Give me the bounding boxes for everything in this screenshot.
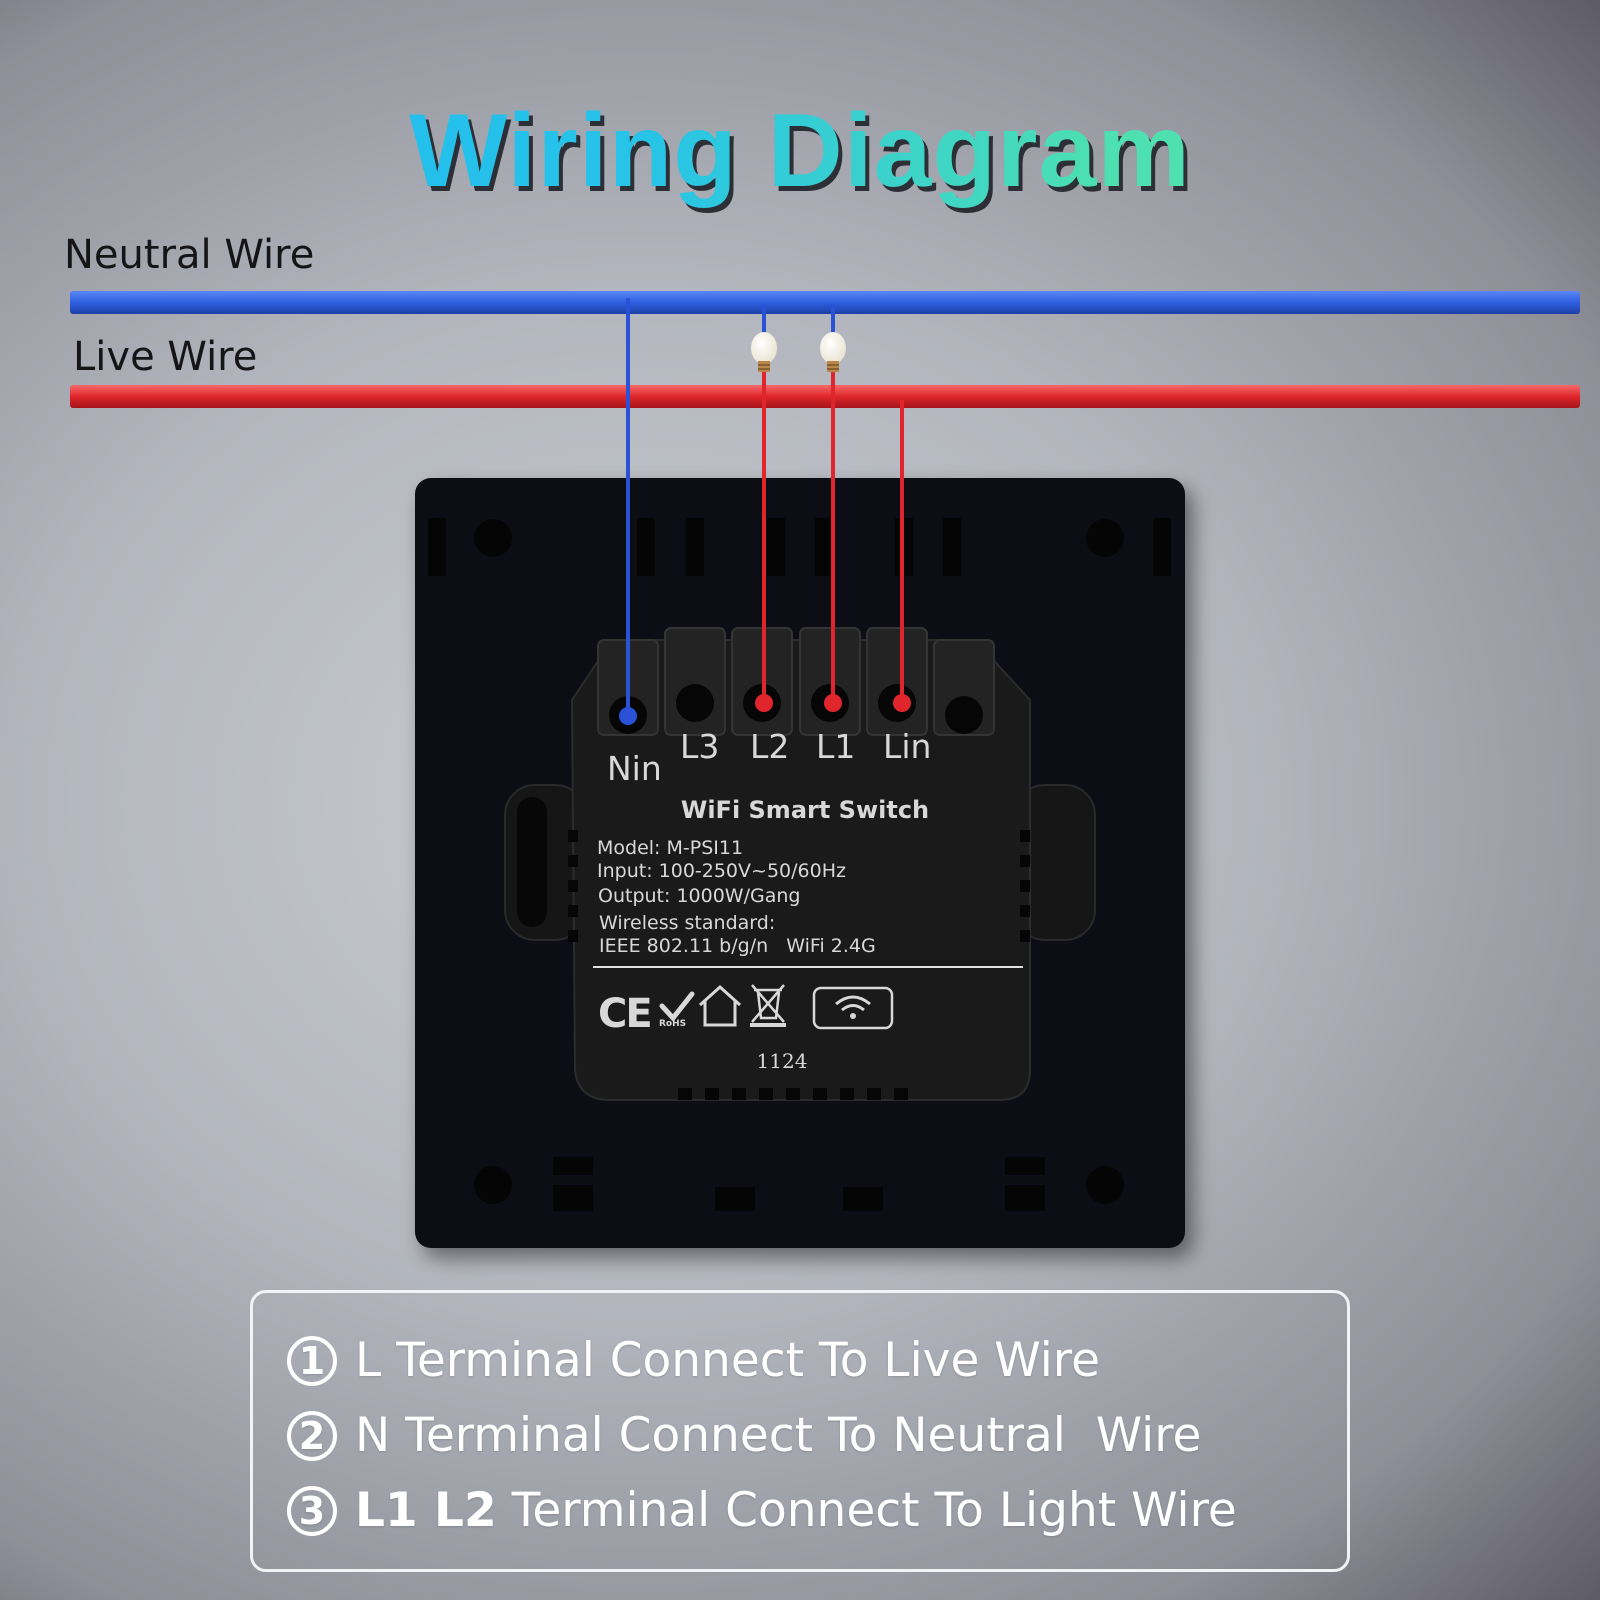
- wifi-icon: [812, 986, 894, 1030]
- instruction-terminals: L1 L2: [355, 1483, 497, 1538]
- date-code: 1124: [757, 1049, 808, 1073]
- neutral-wire-label: Neutral Wire: [64, 232, 315, 278]
- page-title: Wiring Diagram: [0, 92, 1600, 211]
- live-wire: [70, 385, 1580, 408]
- neutral-wire: [70, 291, 1580, 314]
- vent-slot: [1153, 518, 1171, 576]
- module-output: Output: 1000W/Gang: [598, 885, 800, 907]
- vent-slot: [1005, 1157, 1045, 1175]
- vent-slot: [553, 1185, 593, 1211]
- vent-slot: [637, 518, 655, 576]
- terminal-label-lin: Lin: [883, 727, 931, 766]
- terminal-label-l3: L3: [680, 727, 719, 766]
- terminal-hole: [676, 684, 714, 722]
- indoor-house-icon: [698, 984, 742, 1027]
- step-number: 2: [287, 1410, 337, 1461]
- lin-terminal-dot: [893, 694, 911, 712]
- terminal-label-l2: L2: [750, 727, 789, 766]
- smart-switch-module: [568, 627, 1031, 1101]
- weee-bin-icon: [750, 984, 786, 1027]
- step-number: 1: [287, 1335, 337, 1386]
- vent-slot: [553, 1157, 593, 1175]
- instructions-box: 1 L Terminal Connect To Live Wire 2 N Te…: [250, 1290, 1350, 1572]
- light-bulb-icon: [820, 332, 846, 372]
- terminal-hole: [945, 696, 983, 734]
- instruction-item: 2 N Terminal Connect To Neutral Wire: [287, 1408, 1201, 1463]
- screw-hole: [1086, 519, 1124, 557]
- svg-text:RoHS: RoHS: [659, 1019, 686, 1029]
- rohs-check-icon: RoHS: [659, 991, 695, 1029]
- module-wireless-label: Wireless standard:: [599, 912, 775, 934]
- terminal-label-l1: L1: [816, 727, 855, 766]
- vent-slot: [815, 518, 833, 576]
- instruction-text: L Terminal Connect To Live Wire: [355, 1333, 1101, 1388]
- live-wire-label: Live Wire: [73, 334, 258, 380]
- vent-slot: [767, 518, 785, 576]
- mounting-lug-slot: [517, 797, 547, 927]
- vent-slot: [943, 518, 961, 576]
- vent-slot: [428, 518, 446, 576]
- instruction-item: 1 L Terminal Connect To Live Wire: [287, 1333, 1100, 1388]
- step-number: 3: [287, 1485, 337, 1536]
- svg-text:CE: CE: [598, 991, 651, 1037]
- terminal-label-nin: Nin: [607, 749, 662, 788]
- vent-slot: [843, 1187, 883, 1211]
- instruction-text: N Terminal Connect To Neutral Wire: [355, 1408, 1202, 1463]
- module-input: Input: 100-250V~50/60Hz: [597, 860, 846, 882]
- nin-terminal-dot: [619, 707, 637, 725]
- instruction-text: Terminal Connect To Light Wire: [496, 1483, 1237, 1538]
- module-wireless-value: IEEE 802.11 b/g/n WiFi 2.4G: [599, 935, 876, 957]
- vent-slot: [686, 518, 704, 576]
- l1-terminal-dot: [824, 694, 842, 712]
- vent-slot: [715, 1187, 755, 1211]
- screw-hole: [474, 519, 512, 557]
- screw-hole: [1086, 1166, 1124, 1204]
- vent-slot: [1005, 1185, 1045, 1211]
- ce-mark-icon: CE: [598, 991, 653, 1037]
- light-bulb-icon: [751, 332, 777, 372]
- screw-hole: [474, 1166, 512, 1204]
- l2-terminal-dot: [755, 694, 773, 712]
- module-name: WiFi Smart Switch: [681, 796, 929, 824]
- instruction-item: 3 L1 L2 Terminal Connect To Light Wire: [287, 1483, 1237, 1538]
- module-model: Model: M-PSI11: [597, 837, 743, 859]
